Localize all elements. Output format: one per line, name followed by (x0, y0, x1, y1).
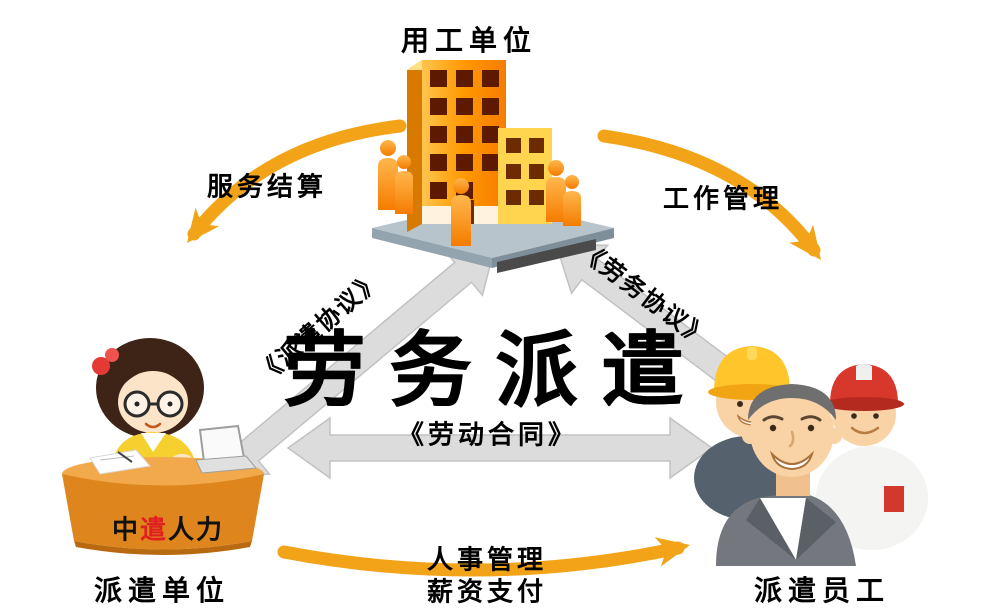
yellow-helmet-icon (714, 346, 790, 392)
main-title: 劳务派遣 (282, 325, 708, 417)
hair-bow (92, 357, 110, 375)
dispatch-staff-label: 派遣员工 (753, 575, 891, 606)
dispatch-staff-illustration (694, 346, 928, 566)
desk-brand-text: 中遣人力 (112, 510, 224, 547)
desk-front (62, 474, 264, 550)
hr-salary-arrow (277, 537, 690, 577)
work-management-label: 工作管理 (662, 183, 784, 214)
salary-payment-label: 薪资支付 (426, 576, 548, 607)
pen-icon (117, 451, 133, 463)
service-settlement-arrow (187, 119, 407, 243)
brand-part-3: 人力 (168, 514, 225, 545)
brand-part-2: 遣 (139, 514, 169, 545)
building-people-figures (378, 140, 581, 246)
paper-icon (89, 449, 151, 475)
hr-management-label: 人事管理 (426, 544, 548, 575)
dispatch-unit-illustration (62, 338, 264, 555)
building-windows (430, 70, 499, 199)
work-management-arrow (597, 129, 821, 260)
dispatch-unit-label: 派遣单位 (93, 575, 231, 606)
labor-contract-label: 《劳动合同》 (397, 419, 579, 450)
tower2-windows (506, 138, 544, 205)
red-helmet-icon (830, 364, 898, 404)
employer-label: 用工单位 (400, 25, 538, 56)
service-settlement-label: 服务结算 (206, 171, 328, 202)
brand-part-1: 中 (111, 514, 140, 545)
employer-building-illustration (372, 60, 614, 273)
